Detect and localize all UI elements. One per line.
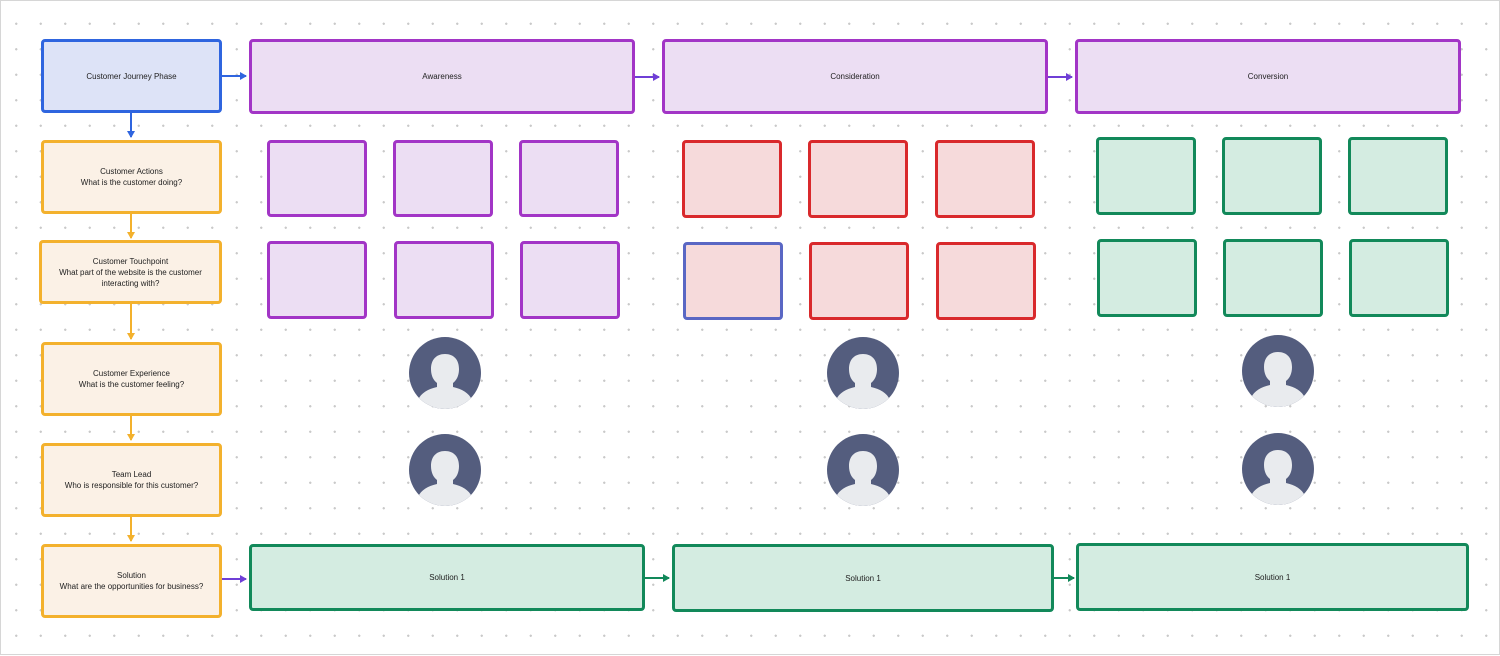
row-subtitle: What is the customer feeling? <box>78 380 185 389</box>
row-title: Team Lead <box>111 470 152 479</box>
row-title: Customer Touchpoint <box>92 256 169 266</box>
phase-header-box[interactable]: Customer Journey Phase <box>41 39 222 113</box>
card-actions-conversion-3[interactable] <box>1348 137 1448 215</box>
user-silhouette-icon[interactable] <box>1242 433 1314 505</box>
row-label-team-lead[interactable]: Team Lead Who is responsible for this cu… <box>41 443 222 517</box>
row-subtitle: What part of the website is the customer… <box>59 267 202 288</box>
stage-conversion[interactable]: Conversion <box>1075 39 1461 114</box>
card-touchpoint-conversion-2[interactable] <box>1223 239 1323 317</box>
row-title: Customer Actions <box>100 167 163 176</box>
solution-box-conversion[interactable]: Solution 1 <box>1076 543 1469 611</box>
row-title: Solution <box>117 571 146 580</box>
row-label-customer-experience[interactable]: Customer Experience What is the customer… <box>41 342 222 416</box>
card-actions-consideration-3[interactable] <box>935 140 1035 218</box>
card-touchpoint-conversion-1[interactable] <box>1097 239 1197 317</box>
card-touchpoint-awareness-1[interactable] <box>267 241 367 319</box>
card-touchpoint-awareness-2[interactable] <box>394 241 494 319</box>
solution-box-consideration[interactable]: Solution 1 <box>672 544 1054 612</box>
phase-header-label: Customer Journey Phase <box>86 71 177 81</box>
solution-label: Solution 1 <box>429 573 465 582</box>
card-actions-awareness-3[interactable] <box>519 140 619 217</box>
row-label-text: Customer Touchpoint What part of the web… <box>42 256 219 289</box>
stage-label: Conversion <box>1247 72 1289 81</box>
row-label-solution[interactable]: Solution What are the opportunities for … <box>41 544 222 618</box>
stage-awareness[interactable]: Awareness <box>249 39 635 114</box>
card-touchpoint-consideration-1[interactable] <box>683 242 783 320</box>
card-touchpoint-awareness-3[interactable] <box>520 241 620 319</box>
row-label-customer-actions[interactable]: Customer Actions What is the customer do… <box>41 140 222 214</box>
card-touchpoint-consideration-2[interactable] <box>809 242 909 320</box>
user-silhouette-icon[interactable] <box>1242 335 1314 407</box>
card-actions-consideration-2[interactable] <box>808 140 908 218</box>
row-subtitle: What are the opportunities for business? <box>59 582 204 591</box>
user-silhouette-icon[interactable] <box>827 434 899 506</box>
row-subtitle: Who is responsible for this customer? <box>64 481 199 490</box>
row-label-customer-touchpoint[interactable]: Customer Touchpoint What part of the web… <box>39 240 222 304</box>
row-label-text: Solution What are the opportunities for … <box>54 570 210 592</box>
solution-label: Solution 1 <box>1254 572 1291 582</box>
row-title: Customer Experience <box>93 369 170 378</box>
stage-label: Awareness <box>422 72 462 81</box>
card-touchpoint-conversion-3[interactable] <box>1349 239 1449 317</box>
row-label-text: Team Lead Who is responsible for this cu… <box>59 469 204 491</box>
card-touchpoint-consideration-3[interactable] <box>936 242 1036 320</box>
row-subtitle: What is the customer doing? <box>80 178 183 187</box>
solution-box-awareness[interactable]: Solution 1 <box>249 544 645 611</box>
user-silhouette-icon[interactable] <box>409 434 481 506</box>
user-silhouette-icon[interactable] <box>827 337 899 409</box>
card-actions-conversion-2[interactable] <box>1222 137 1322 215</box>
stage-label: Consideration <box>830 72 880 81</box>
solution-label: Solution 1 <box>845 573 881 583</box>
stage-consideration[interactable]: Consideration <box>662 39 1048 114</box>
card-actions-awareness-2[interactable] <box>393 140 493 217</box>
row-label-text: Customer Actions What is the customer do… <box>75 166 188 188</box>
card-actions-conversion-1[interactable] <box>1096 137 1196 215</box>
card-actions-consideration-1[interactable] <box>682 140 782 218</box>
user-silhouette-icon[interactable] <box>409 337 481 409</box>
card-actions-awareness-1[interactable] <box>267 140 367 217</box>
row-label-text: Customer Experience What is the customer… <box>73 368 190 390</box>
